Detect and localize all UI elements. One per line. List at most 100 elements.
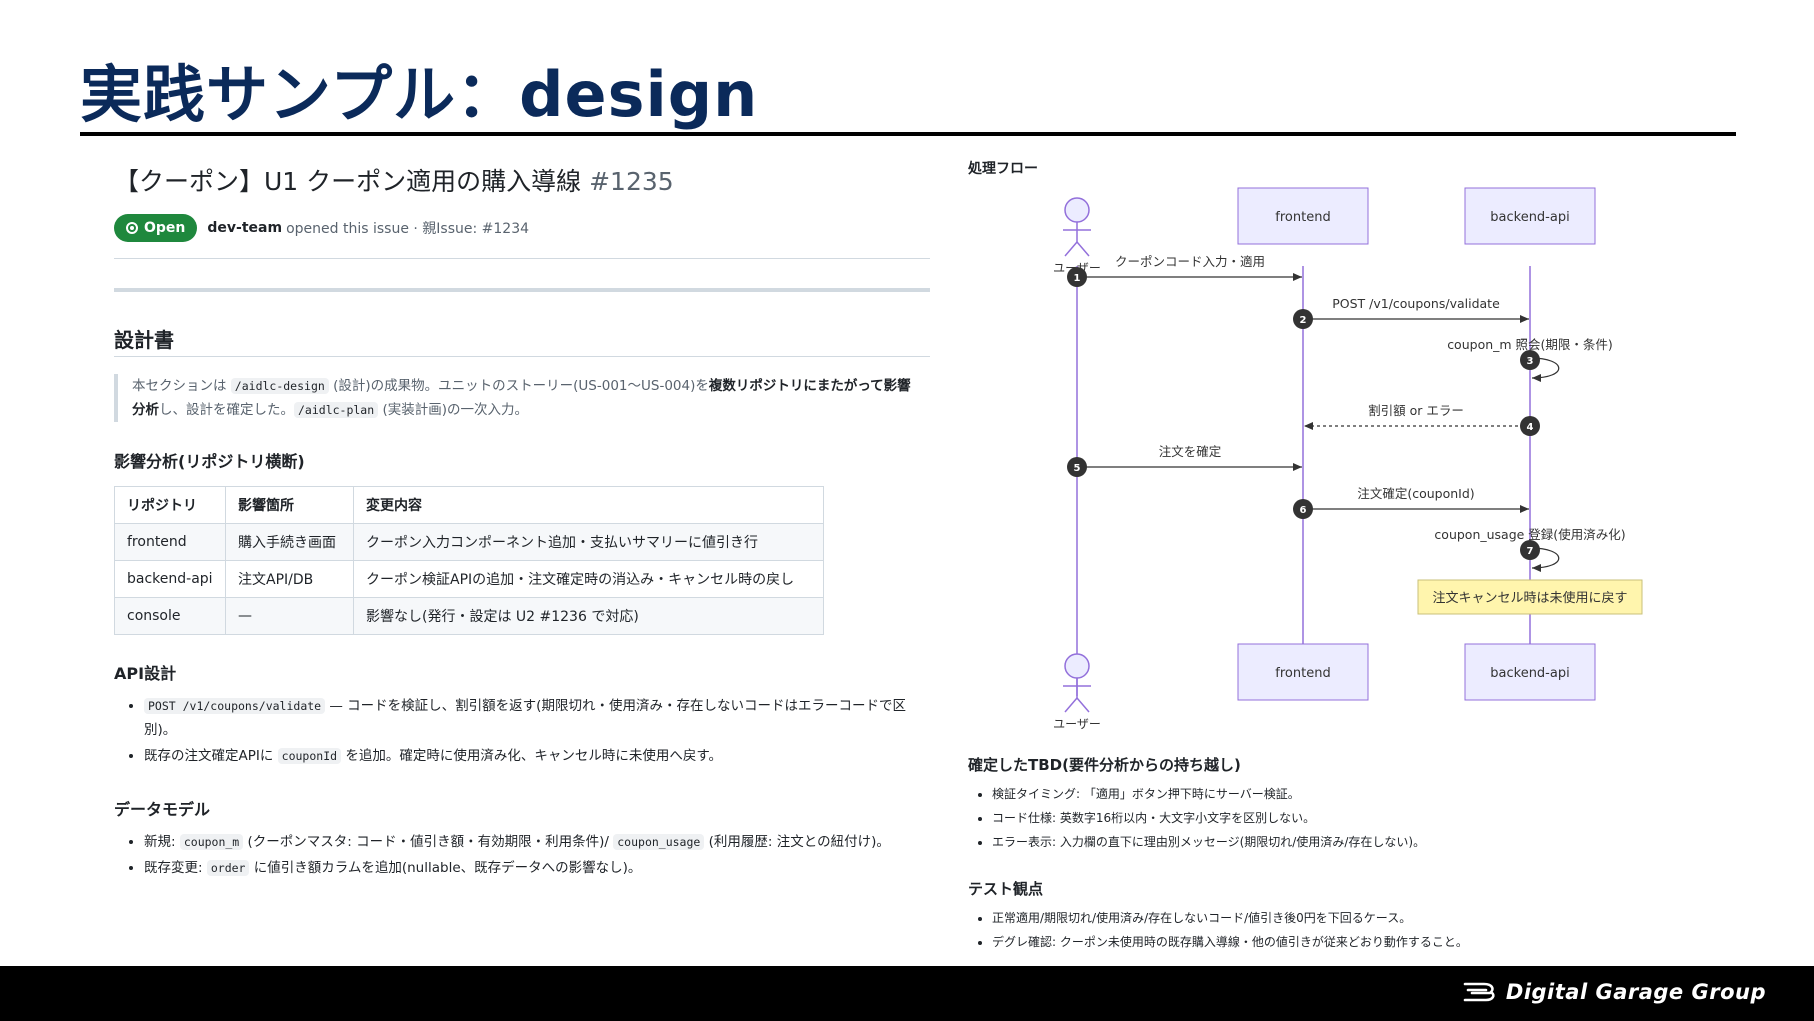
inline-code: coupon_usage	[613, 834, 705, 850]
quote-text: (設計)の成果物。ユニットのストーリー(US-001〜US-004)を	[328, 378, 709, 394]
test-list: 正常適用/期限切れ/使用済み/存在しないコード/値引き後0円を下回るケース。 デ…	[968, 906, 1708, 954]
participant-frontend: frontend	[1237, 187, 1369, 245]
user-actor-icon	[1063, 197, 1091, 257]
note-text: 注文キャンセル時は未使用に戻す	[1432, 590, 1627, 606]
brand-logo: Digital Garage Group	[1462, 980, 1766, 1004]
table-cell: 影響なし(発行・設定は U2 #1236 で対応)	[353, 597, 824, 635]
table-header-row: リポジトリ 影響箇所 変更内容	[114, 486, 824, 524]
api-heading: API設計	[114, 664, 177, 683]
message-7: coupon_usage 登録(使用済み化) 7	[1434, 527, 1626, 572]
impact-table: リポジトリ 影響箇所 変更内容 frontend 購入手続き画面 クーポン入力コ…	[114, 486, 824, 635]
message-label: 割引額 or エラー	[1368, 403, 1464, 418]
inline-code: couponId	[277, 748, 342, 764]
tbd-list: 検証タイミング: 「適用」ボタン押下時にサーバー検証。 コード仕様: 英数字16…	[968, 782, 1708, 854]
footer-bar: Digital Garage Group	[0, 966, 1814, 1021]
message-3: coupon_m 照会(期限・条件) 3	[1447, 337, 1613, 382]
list-item-text: を追加。確定時に使用済み化、キャンセル時に未使用へ戻す。	[341, 748, 722, 764]
participant-label: frontend	[1275, 666, 1330, 681]
issue-number[interactable]: #1235	[589, 167, 674, 196]
message-label: POST /v1/coupons/validate	[1332, 296, 1500, 311]
message-1: クーポンコード入力・適用 1	[1067, 254, 1302, 287]
step-number: 4	[1527, 422, 1534, 433]
list-item: 既存の注文確定APIに couponId を追加。確定時に使用済み化、キャンセル…	[144, 744, 914, 768]
participant-label: frontend	[1275, 210, 1330, 225]
column-header: リポジトリ	[114, 486, 226, 524]
quote-emphasis: 複数リポジトリにまたがって影響分析	[132, 378, 911, 418]
message-label: 注文を確定	[1159, 444, 1222, 459]
divider	[114, 258, 930, 259]
message-6: 注文確定(couponId) 6	[1293, 486, 1529, 519]
list-item: 新規: coupon_m (クーポンマスタ: コード・値引き額・有効期限・利用条…	[144, 830, 914, 854]
participant-label: backend-api	[1490, 210, 1569, 225]
list-item-text: (利用履歴: 注文との紐付け)。	[704, 834, 890, 850]
step-number: 1	[1074, 273, 1081, 284]
user-actor-icon	[1063, 653, 1091, 713]
list-item: 既存変更: order に値引き額カラムを追加(nullable、既存データへの…	[144, 856, 914, 880]
list-item-text: 新規:	[144, 834, 180, 850]
participant-frontend-bottom: frontend	[1237, 643, 1369, 701]
dg-logo-icon	[1463, 982, 1495, 1002]
quote-text: (実装計画)の一次入力。	[378, 402, 528, 418]
step-number: 2	[1300, 315, 1307, 326]
table-cell: frontend	[114, 523, 226, 561]
table-row: console — 影響なし(発行・設定は U2 #1236 で対応)	[114, 597, 824, 635]
data-model-list: 新規: coupon_m (クーポンマスタ: コード・値引き額・有効期限・利用条…	[114, 830, 914, 882]
slide-title: 実践サンプル：design	[80, 58, 759, 131]
inline-code: order	[206, 860, 250, 876]
issue-title: 【クーポン】U1 クーポン適用の購入導線 #1235	[114, 162, 934, 198]
list-item: エラー表示: 入力欄の直下に理由別メッセージ(期限切れ/使用済み/存在しない)。	[992, 830, 1708, 854]
diagram-note: 注文キャンセル時は未使用に戻す	[1417, 579, 1643, 615]
inline-code: /aidlc-design	[230, 378, 329, 394]
table-row: frontend 購入手続き画面 クーポン入力コンポーネント追加・支払いサマリー…	[114, 523, 824, 561]
list-item-text: に値引き額カラムを追加(nullable、既存データへの影響なし)。	[249, 860, 642, 876]
list-item: 正常適用/期限切れ/使用済み/存在しないコード/値引き後0円を下回るケース。	[992, 906, 1708, 930]
participant-backend-api: backend-api	[1464, 187, 1596, 245]
message-4: 割引額 or エラー 4	[1304, 403, 1540, 436]
quote-text: し、設計を確定した。	[159, 402, 294, 418]
inline-code: coupon_m	[179, 834, 244, 850]
list-item: POST /v1/coupons/validate — コードを検証し、割引額を…	[144, 694, 914, 742]
message-label: coupon_m 照会(期限・条件)	[1447, 337, 1613, 352]
table-cell: クーポン検証APIの追加・注文確定時の消込み・キャンセル時の戻し	[353, 560, 824, 598]
status-badge: Open	[114, 214, 198, 242]
quote-text: 本セクションは	[132, 378, 231, 394]
inline-code: POST /v1/coupons/validate	[144, 698, 326, 714]
list-item-text: 既存変更:	[144, 860, 207, 876]
inline-code: /aidlc-plan	[294, 402, 379, 418]
issue-title-text: 【クーポン】U1 クーポン適用の購入導線	[114, 167, 582, 196]
participant-backend-api-bottom: backend-api	[1464, 643, 1596, 701]
message-label: クーポンコード入力・適用	[1115, 254, 1265, 269]
status-label: Open	[144, 220, 186, 236]
step-number: 6	[1300, 505, 1307, 516]
list-item: デグレ確認: クーポン未使用時の既存購入導線・他の値引きが従来どおり動作すること…	[992, 930, 1708, 954]
flow-heading: 処理フロー	[968, 161, 1038, 177]
step-number: 5	[1074, 463, 1081, 474]
opened-text: opened this issue · 親Issue: #1234	[286, 221, 530, 237]
step-number: 3	[1527, 356, 1534, 367]
title-rule	[80, 132, 1736, 136]
data-model-heading: データモデル	[114, 800, 211, 819]
table-cell: backend-api	[114, 560, 226, 598]
brand-name: Digital Garage Group	[1505, 980, 1766, 1004]
author-link[interactable]: dev-team	[207, 220, 283, 236]
table-row: backend-api 注文API/DB クーポン検証APIの追加・注文確定時の…	[114, 560, 824, 598]
issue-meta: Open dev-team opened this issue · 親Issue…	[114, 214, 934, 242]
table-cell: 注文API/DB	[225, 560, 354, 598]
table-cell: —	[225, 597, 354, 635]
heading-rule	[114, 356, 930, 357]
table-cell: console	[114, 597, 226, 635]
api-list: POST /v1/coupons/validate — コードを検証し、割引額を…	[114, 694, 914, 770]
column-header: 変更内容	[353, 486, 824, 524]
issue-panel: 【クーポン】U1 クーポン適用の購入導線 #1235 Open dev-team…	[114, 162, 934, 876]
column-header: 影響箇所	[225, 486, 354, 524]
list-item: コード仕様: 英数字16桁以内・大文字小文字を区別しない。	[992, 806, 1708, 830]
impact-heading: 影響分析(リポジトリ横断)	[114, 452, 305, 471]
list-item: 検証タイミング: 「適用」ボタン押下時にサーバー検証。	[992, 782, 1708, 806]
message-2: POST /v1/coupons/validate 2	[1293, 296, 1529, 329]
tbd-heading: 確定したTBD(要件分析からの持ち越し)	[968, 756, 1241, 774]
design-heading: 設計書	[114, 328, 174, 352]
list-item-text: — コードを検証し、割引額を返す(期限切れ・使用済み・存在しないコードはエラーコ…	[144, 698, 906, 738]
list-item-text: (クーポンマスタ: コード・値引き額・有効期限・利用条件)/	[243, 834, 614, 850]
intro-blockquote: 本セクションは /aidlc-design (設計)の成果物。ユニットのストーリ…	[114, 374, 914, 422]
actor-label: ユーザー	[1053, 717, 1101, 731]
